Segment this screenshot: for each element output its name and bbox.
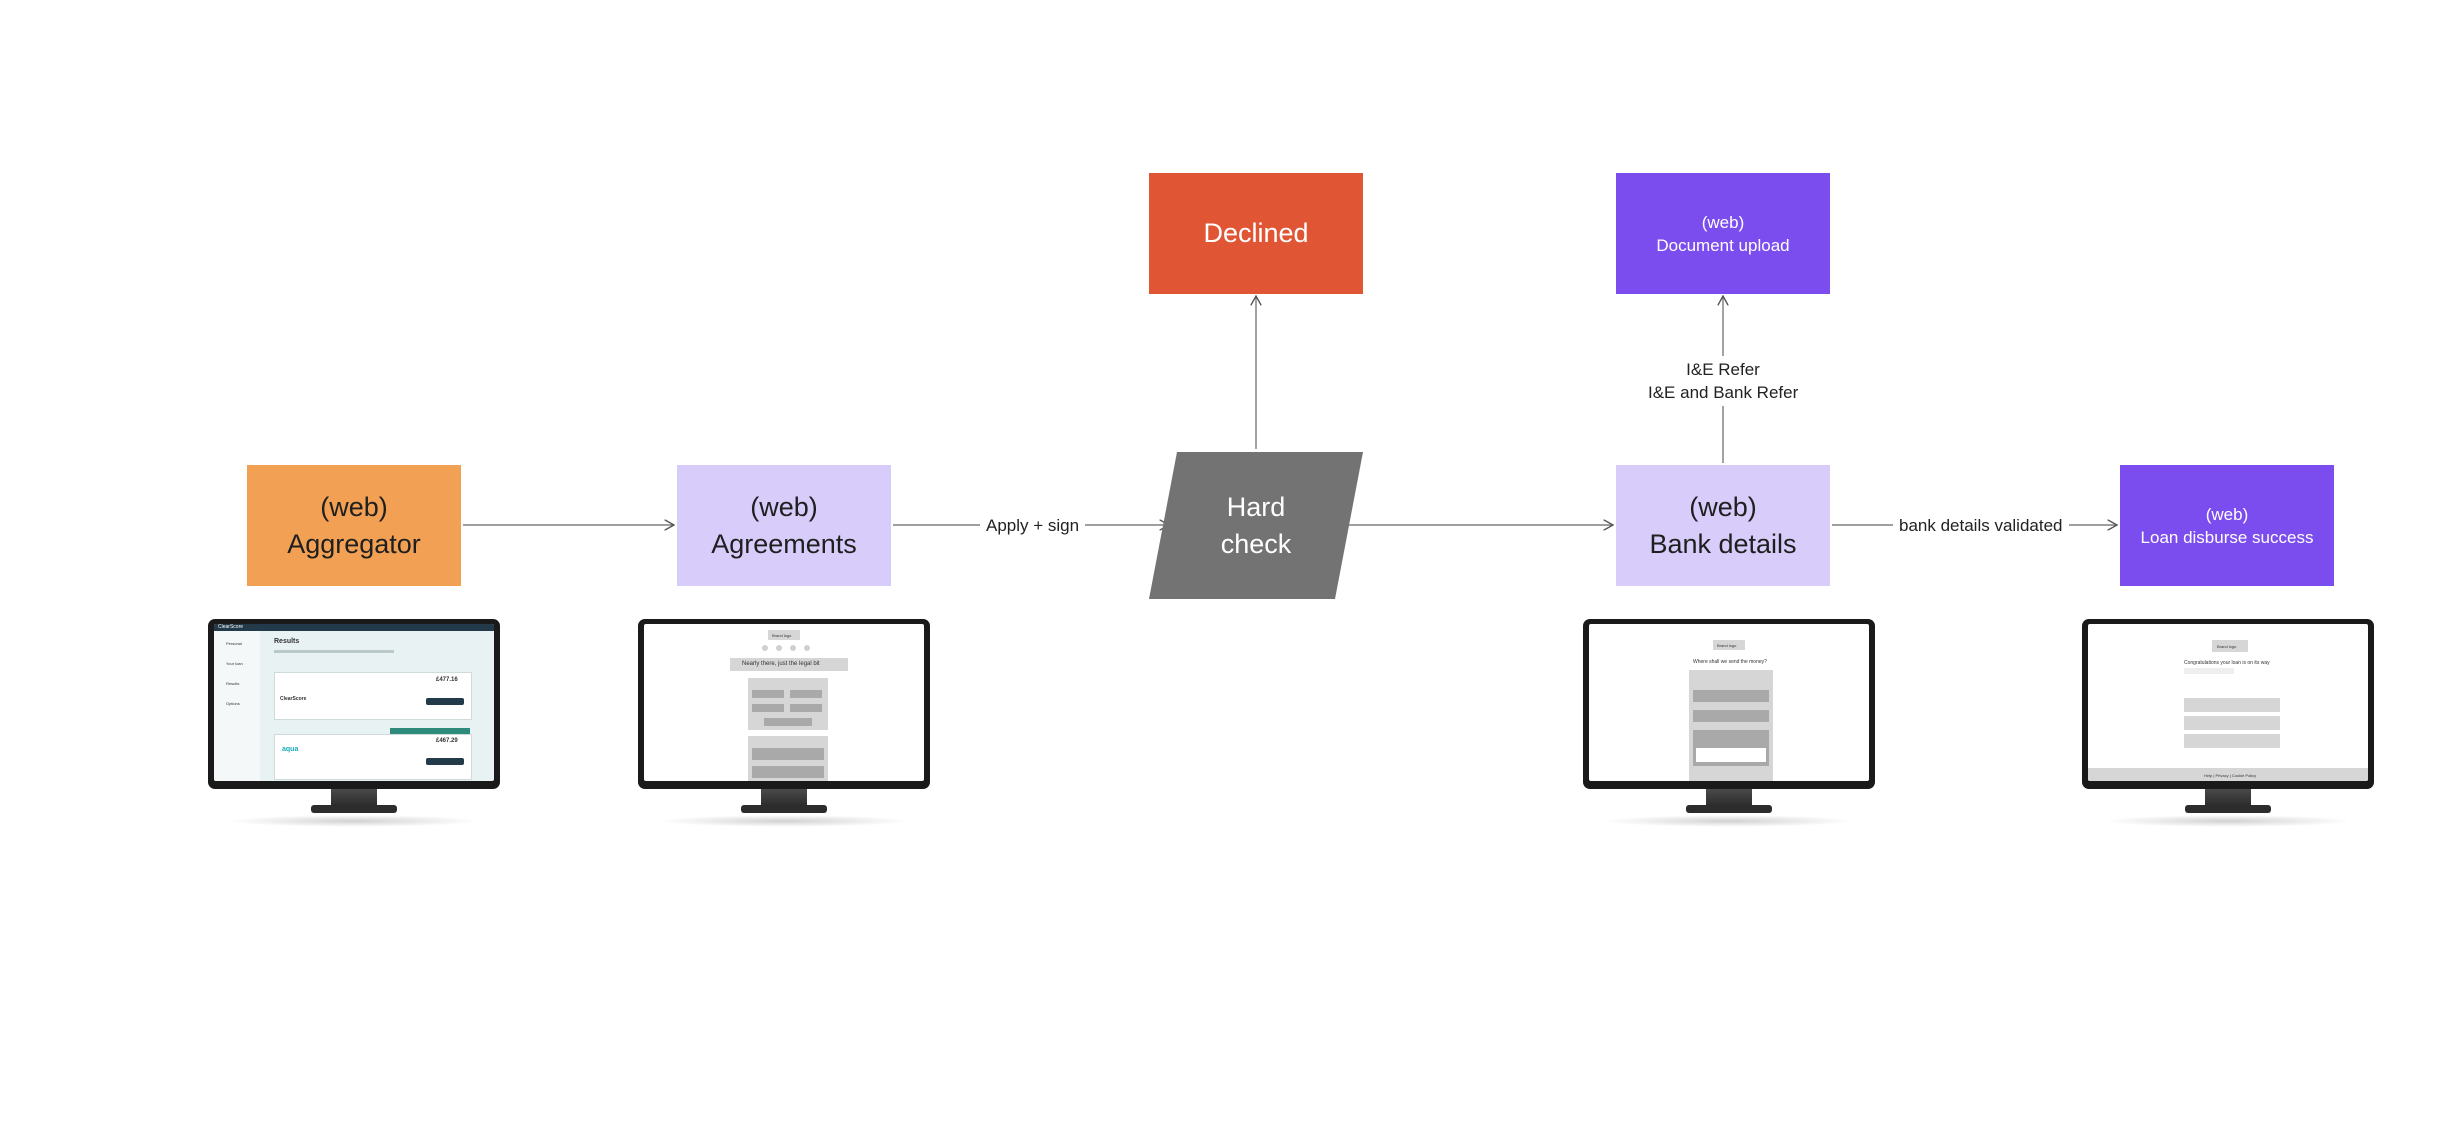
node-loan-success-line2: Loan disburse success [2140,527,2314,547]
node-loan-success[interactable]: (web) Loan disburse success [2120,465,2334,586]
monitor-screen: ClearScore Personal Your loan Results Op… [214,624,494,781]
monitor-screen: Brand logo Where shall we send the money… [1589,624,1869,781]
screen-heading: Where shall we send the money? [1693,659,1767,665]
node-aggregator-line1: (web) [320,491,388,522]
screen-title: Results [274,638,300,645]
edge-label-refer: I&E Refer I&E and Bank Refer [1648,356,1798,406]
edge-label-apply-sign: Apply + sign [980,514,1086,537]
edge-label-refer-line2: I&E and Bank Refer [1648,383,1799,402]
node-hard-check-line1: Hard [1226,491,1286,522]
screen-nav-1: Personal [226,641,242,646]
screen-footer: Help | Privacy | Cookie Policy [2204,773,2257,778]
node-agreements[interactable]: (web) Agreements [677,465,891,586]
node-hard-check[interactable]: Hard check [1149,452,1363,599]
monitor-bezel: Brand logo Congratulations your loan is … [2082,619,2374,789]
node-loan-success-line1: (web) [2205,504,2249,524]
screen-provider-1: ClearScore [280,696,307,702]
screen-heading: Congratulations your loan is on its way [2184,660,2270,666]
screen-logo: Brand logo [1717,643,1737,648]
node-document-upload-line1: (web) [1701,212,1745,232]
edge-label-bank-validated: bank details validated [1893,514,2069,537]
parallelogram-shape [1149,452,1363,599]
monitor-screen: Brand logo Congratulations your loan is … [2088,624,2368,781]
node-document-upload[interactable]: (web) Document upload [1616,173,1830,294]
node-hard-check-line2: check [1220,528,1292,559]
node-agreements-line2: Agreements [711,528,857,559]
node-document-upload-line2: Document upload [1656,235,1790,255]
screen-logo: Brand logo [2217,644,2237,649]
node-declined-label: Declined [1203,218,1309,248]
screen-brand: ClearScore [218,624,244,630]
node-bank-details-line1: (web) [1689,491,1757,522]
screen-nav-3: Results [226,681,240,686]
monitor-loan-success: Brand logo Congratulations your loan is … [2082,619,2374,829]
screen-logo: Brand logo [772,633,792,638]
screen-price-1: £477.16 [436,677,458,683]
node-aggregator-line2: Aggregator [287,528,421,559]
edge-label-refer-line1: I&E Refer [1686,360,1760,379]
node-agreements-line1: (web) [750,491,818,522]
node-declined[interactable]: Declined [1149,173,1363,294]
monitor-bank-details: Brand logo Where shall we send the money… [1583,619,1875,829]
node-bank-details[interactable]: (web) Bank details [1616,465,1830,586]
node-bank-details-line2: Bank details [1649,528,1797,559]
screen-nav-4: Options [226,701,240,706]
monitor-bezel: Brand logo Where shall we send the money… [1583,619,1875,789]
monitor-bezel: ClearScore Personal Your loan Results Op… [208,619,500,789]
monitor-bezel: Brand logo Nearly there, just the legal … [638,619,930,789]
monitor-agreements: Brand logo Nearly there, just the legal … [638,619,930,829]
screen-heading: Nearly there, just the legal bit [742,661,820,667]
screen-provider-2: aqua [282,746,299,753]
screen-nav-2: Your loan [226,661,243,666]
screen-price-2: £467.29 [436,738,458,744]
node-aggregator[interactable]: (web) Aggregator [247,465,461,586]
monitor-screen: Brand logo Nearly there, just the legal … [644,624,924,781]
monitor-aggregator: ClearScore Personal Your loan Results Op… [208,619,500,829]
